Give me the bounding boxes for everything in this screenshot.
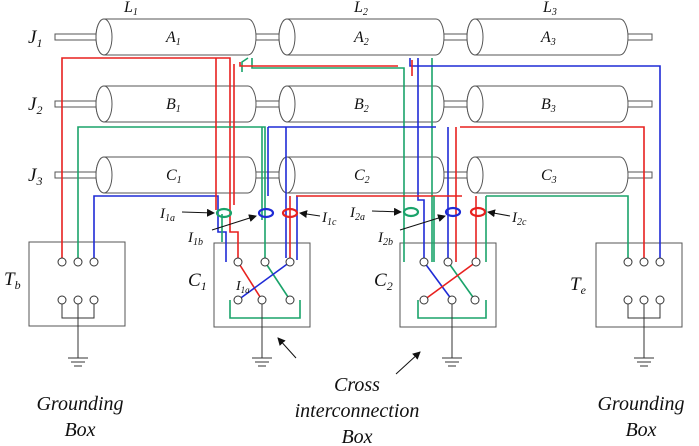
box-label-tb: Tb xyxy=(4,269,21,292)
label-arrows xyxy=(181,207,511,375)
cable-label-a3: A3 xyxy=(540,29,556,48)
cable-label-b3: B3 xyxy=(541,96,556,115)
caption-grounding-left-line2: Box xyxy=(64,419,95,441)
box-label-te: Te xyxy=(570,274,587,297)
current-label-i1c: I1c xyxy=(321,210,337,228)
current-label-i1b: I1b xyxy=(187,230,203,248)
terminals xyxy=(57,257,665,305)
cable-label-a1: A1 xyxy=(165,29,181,48)
ct-i1b xyxy=(257,207,275,219)
ct-i1a xyxy=(215,207,233,219)
joint-label-j1: J1 xyxy=(28,27,42,50)
cable-label-c2: C2 xyxy=(354,167,370,186)
sheath-wires xyxy=(61,57,661,319)
cable-label-c3: C3 xyxy=(541,167,557,186)
joint-label-j2: J2 xyxy=(28,94,42,117)
cable-row-b xyxy=(54,85,653,123)
current-label-i2a: I2a xyxy=(349,205,365,223)
joint-label-j3: J3 xyxy=(28,165,42,188)
cable-row-a xyxy=(54,18,653,56)
caption-grounding-right-line1: Grounding xyxy=(597,393,684,415)
current-label-i1a: I1a xyxy=(159,206,175,224)
caption-grounding-left-line1: Grounding xyxy=(36,393,123,415)
ground-symbols xyxy=(68,357,654,367)
ct-i1c xyxy=(281,207,299,219)
current-sensors xyxy=(215,206,487,219)
current-label-i2b: I2b xyxy=(377,230,393,248)
cable-label-a2: A2 xyxy=(353,29,369,48)
cable-label-c1: C1 xyxy=(166,167,182,186)
caption-cross-line2: interconnection xyxy=(295,400,420,422)
caption-cross-line3: Box xyxy=(341,426,372,446)
section-label-l2: L2 xyxy=(353,0,368,18)
box-label-c2: C2 xyxy=(374,270,393,293)
section-label-l3: L3 xyxy=(542,0,557,18)
box-inner-label-c1: I1a xyxy=(235,279,250,295)
current-label-i2c: I2c xyxy=(511,210,527,228)
ct-i2a xyxy=(402,206,420,218)
caption-cross-line1: Cross xyxy=(334,374,380,396)
grounding-box-left xyxy=(28,241,126,327)
cable-label-b1: B1 xyxy=(166,96,181,115)
ct-i2c xyxy=(469,206,487,218)
ground-links xyxy=(61,304,661,358)
grounding-box-right xyxy=(595,242,683,328)
box-label-c1: C1 xyxy=(188,270,207,293)
section-label-l1: L1 xyxy=(123,0,138,18)
cable-label-b2: B2 xyxy=(354,96,369,115)
ct-i2b xyxy=(444,206,462,218)
caption-grounding-right-line2: Box xyxy=(625,419,656,441)
